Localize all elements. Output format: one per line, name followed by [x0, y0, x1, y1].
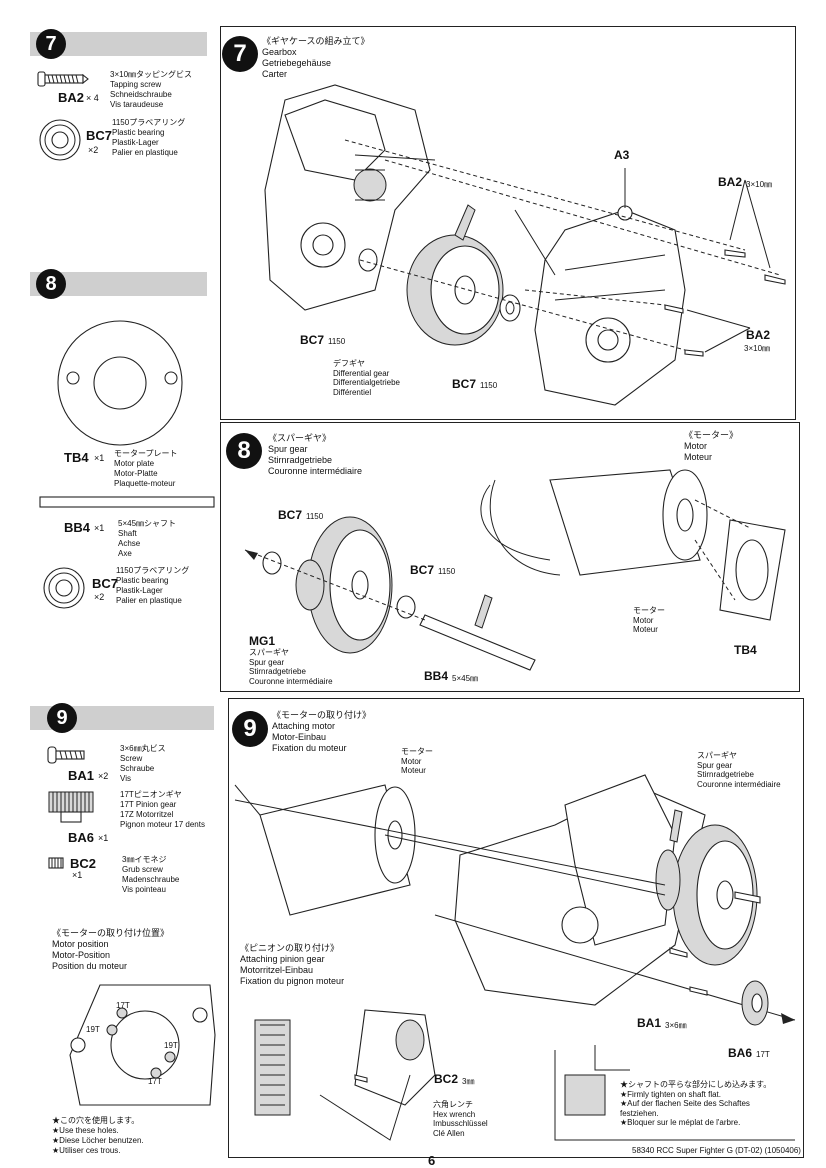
- step7-label-bc7-bottom: BC7: [452, 377, 477, 391]
- step7-label-ba2-right: BA2: [746, 328, 771, 342]
- step7-label-bc7-left: BC7: [300, 333, 325, 347]
- step8-label-motor-top: 《モーター》 Motor Moteur: [684, 430, 739, 462]
- step9-label-ba6-size: 17T: [756, 1050, 770, 1059]
- step8-label-bc7-right: BC7: [410, 563, 435, 577]
- step8-part3-qty: ×2: [94, 592, 105, 602]
- step9-label-bc2-size: 3㎜: [462, 1077, 475, 1086]
- step7-label-bc7-left-size: 1150: [328, 337, 346, 346]
- shaft-icon: [39, 496, 215, 508]
- motor-position-note: ★この穴を使用します。 ★Use these holes. ★Diese Löc…: [52, 1116, 144, 1155]
- step8-part2-code: BB4: [64, 520, 91, 535]
- motor-position-title: 《モーターの取り付け位置》 Motor position Motor-Posit…: [52, 928, 170, 971]
- step9-part2-qty: ×1: [98, 833, 109, 843]
- step7-part2-qty: ×2: [88, 145, 99, 155]
- motor-position-label-19t-left: 19T: [86, 1025, 100, 1034]
- step8-part2-desc: 5×45㎜シャフト Shaft Achse Axe: [118, 519, 177, 558]
- step8-part1-desc: モータープレート Motor plate Motor-Platte Plaque…: [114, 449, 178, 488]
- step7-label-ba2-right-size: 3×10㎜: [744, 344, 771, 353]
- step8-label-tb4: TB4: [734, 643, 757, 657]
- step8-label-bb4-size: 5×45㎜: [452, 674, 479, 683]
- step7-label-diff-gear: デフギヤ Differential gear Differentialgetri…: [333, 359, 401, 397]
- step9-label-motor: モーター Motor Moteur: [401, 747, 433, 775]
- round-screw-icon: [47, 746, 85, 764]
- motor-plate-icon: [57, 320, 183, 446]
- step7-part2-code: BC7: [86, 128, 113, 143]
- tapping-screw-icon: [37, 71, 89, 87]
- step9-label-ba1: BA1: [637, 1016, 662, 1030]
- step8-label-motor-mid: モーター Motor Moteur: [633, 606, 665, 634]
- step9-panel-number: 9: [232, 711, 268, 747]
- page-number: 6: [428, 1153, 436, 1168]
- gearbox-diagram: [264, 84, 786, 406]
- step9-part3-code: BC2: [70, 856, 97, 871]
- step9-panel-title: 《モーターの取り付け》 Attaching motor Motor-Einbau…: [272, 710, 372, 753]
- spur-gear-diagram: [244, 469, 786, 671]
- step8-part1-qty: ×1: [94, 453, 105, 463]
- motor-position-label-19t-right: 19T: [164, 1041, 178, 1050]
- step7-part1-desc: 3×10㎜タッピングビス Tapping screw Schneidschrau…: [110, 70, 193, 109]
- product-code: 58340 RCC Super Fighter G (DT-02) (10504…: [632, 1146, 801, 1155]
- plastic-bearing-icon: [39, 119, 81, 161]
- step7-part1-code: BA2: [58, 90, 85, 105]
- step8-part3-desc: 1150プラベアリング Plastic bearing Plastik-Lage…: [116, 566, 190, 605]
- step9-part1-desc: 3×6㎜丸ビス Screw Schraube Vis: [120, 744, 166, 783]
- step8-label-mg1-desc: スパーギヤ Spur gear Stirnradgetriebe Couronn…: [249, 648, 333, 686]
- step9-note: ★シャフトの平らな部分にしめ込みます。 ★Firmly tighten on s…: [620, 1080, 772, 1127]
- step8-label-bc7-right-size: 1150: [438, 567, 456, 576]
- step9-label-ba1-size: 3×6㎜: [665, 1021, 687, 1030]
- plastic-bearing-icon: [43, 567, 85, 609]
- step9-label-spur: スパーギヤ Spur gear Stirnradgetriebe Couronn…: [697, 751, 781, 789]
- step9-label-bc2: BC2: [434, 1072, 459, 1086]
- step9-part2-desc: 17Tピニオンギヤ 17T Pinion gear 17Z Motorritze…: [120, 790, 205, 829]
- step9-part1-code: BA1: [68, 768, 95, 783]
- motor-position-label-17t-top: 17T: [116, 1001, 130, 1010]
- step8-part3-code: BC7: [92, 576, 119, 591]
- step7-label-ba2-top: BA2: [718, 175, 743, 189]
- step7-panel-title: 《ギヤケースの組み立て》 Gearbox Getriebegehäuse Car…: [262, 36, 370, 79]
- step7-label-bc7-bottom-size: 1150: [480, 381, 498, 390]
- step9-label-ba6: BA6: [728, 1046, 753, 1060]
- step7-number: 7: [36, 29, 66, 59]
- step8-panel-title: 《スパーギヤ》 Spur gear Stirnradgetriebe Couro…: [268, 433, 363, 476]
- step9-part3-desc: 3㎜イモネジ Grub screw Madenschraube Vis poin…: [122, 855, 180, 894]
- step9-part2-code: BA6: [68, 830, 95, 845]
- step9-part3-qty: ×1: [72, 870, 83, 880]
- step8-number: 8: [36, 269, 66, 299]
- step8-label-bc7-left: BC7: [278, 508, 303, 522]
- step9-label-hex-wrench: 六角レンチ Hex wrench Imbusschlüssel Clé Alle…: [433, 1100, 488, 1138]
- step8-label-bb4: BB4: [424, 669, 449, 683]
- step7-panel-number: 7: [222, 36, 258, 72]
- motor-position-diagram: [69, 984, 216, 1106]
- motor-attach-diagram: [234, 774, 796, 1141]
- step7-part1-qty: × 4: [86, 93, 99, 103]
- grub-screw-icon: [48, 857, 64, 869]
- step8-label-mg1: MG1: [249, 634, 276, 648]
- motor-position-label-17t-bottom: 17T: [148, 1077, 162, 1086]
- step8-label-bc7-left-size: 1150: [306, 512, 324, 521]
- step8-part1-code: TB4: [64, 450, 89, 465]
- step8-part2-qty: ×1: [94, 523, 105, 533]
- step7-label-a3: A3: [614, 148, 630, 162]
- step9-number: 9: [47, 703, 77, 733]
- pinion-gear-icon: [48, 791, 94, 823]
- step7-part2-desc: 1150プラベアリング Plastic bearing Plastik-Lage…: [112, 118, 186, 157]
- step8-panel-number: 8: [226, 433, 262, 469]
- step7-label-ba2-top-size: 3×10㎜: [746, 180, 773, 189]
- step9-part1-qty: ×2: [98, 771, 109, 781]
- step9-label-pinion-title: 《ピニオンの取り付け》 Attaching pinion gear Motorr…: [240, 943, 345, 986]
